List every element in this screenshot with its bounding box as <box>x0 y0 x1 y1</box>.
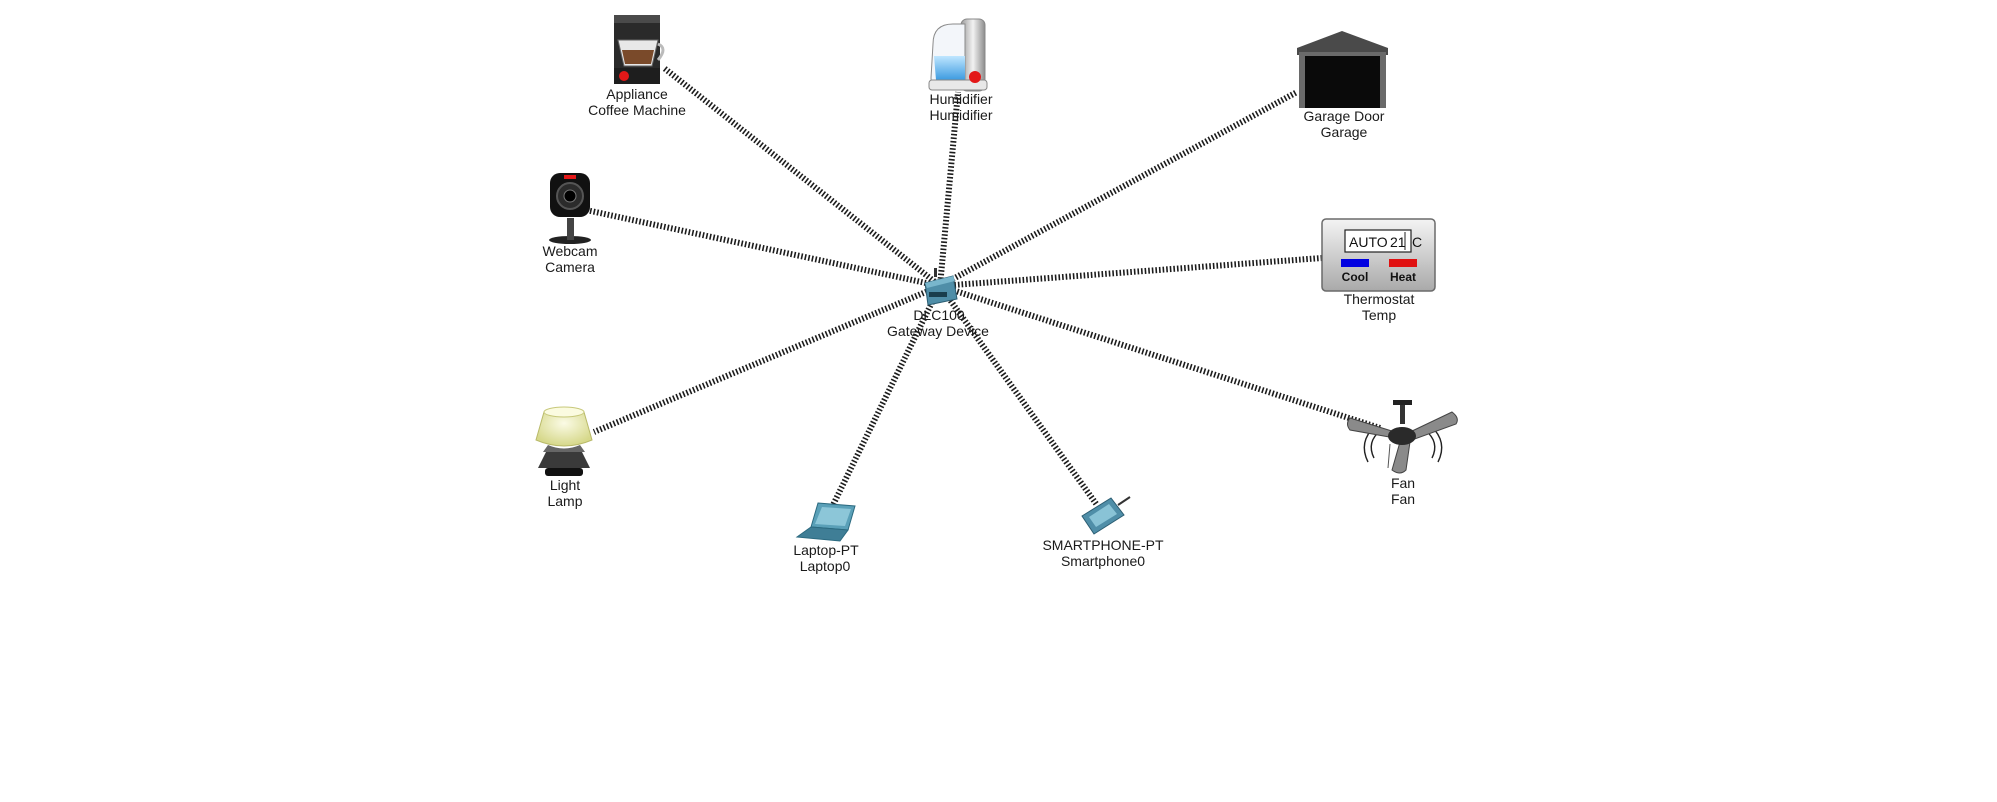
device-smartphone[interactable]: SMARTPHONE-PT Smartphone0 <box>1042 496 1164 569</box>
garage-door-icon <box>1297 31 1388 108</box>
heat-indicator <box>1389 259 1417 267</box>
heat-label: Heat <box>1390 270 1416 284</box>
device-garage-door[interactable]: Garage Door Garage <box>1297 31 1388 140</box>
laptop-icon <box>795 502 856 542</box>
smartphone-icon <box>1081 496 1131 535</box>
thermostat-icon: AUTO 21 C Cool Heat <box>1321 218 1436 292</box>
webcam-icon <box>549 173 591 244</box>
device-name-label: Coffee Machine <box>588 102 686 118</box>
gateway-icon <box>924 268 958 306</box>
link-coffee <box>662 65 942 289</box>
device-type-label: Light <box>550 477 580 493</box>
device-webcam[interactable]: Webcam Camera <box>543 173 598 275</box>
device-gateway[interactable]: DLC100 Gateway Device <box>887 268 989 339</box>
thermostat-mode: AUTO <box>1349 234 1388 250</box>
link-humidifier <box>937 91 961 287</box>
device-name-label: Temp <box>1362 307 1396 323</box>
link-smartphone <box>937 284 1100 507</box>
link-fan <box>939 283 1381 431</box>
link-webcam <box>585 207 941 289</box>
device-name-label: Lamp <box>547 493 582 509</box>
device-name-label: Camera <box>545 259 595 275</box>
device-type-label: Thermostat <box>1344 291 1415 307</box>
ceiling-fan-icon <box>1347 400 1458 474</box>
link-lamp <box>592 283 942 435</box>
device-type-label: DLC100 <box>913 307 965 323</box>
thermostat-unit: C <box>1412 234 1422 250</box>
device-type-label: Webcam <box>543 243 598 259</box>
coffee-machine-icon <box>614 15 665 84</box>
device-type-label: Appliance <box>606 86 668 102</box>
device-name-label: Fan <box>1391 491 1415 507</box>
device-coffee-machine[interactable]: Appliance Coffee Machine <box>588 15 686 118</box>
links-layer <box>585 65 1381 507</box>
link-laptop <box>830 284 943 507</box>
thermostat-temperature: 21 <box>1390 234 1406 250</box>
device-name-label: Humidifier <box>929 107 992 123</box>
lamp-icon <box>535 406 593 476</box>
device-humidifier[interactable]: Humidifier Humidifier <box>928 18 993 123</box>
device-thermostat[interactable]: AUTO 21 C Cool Heat Thermostat Temp <box>1321 218 1436 323</box>
device-name-label: Laptop0 <box>800 558 851 574</box>
cool-label: Cool <box>1342 270 1369 284</box>
device-laptop[interactable]: Laptop-PT Laptop0 <box>793 502 859 574</box>
device-fan[interactable]: Fan Fan <box>1347 400 1458 507</box>
link-garage <box>938 89 1299 289</box>
device-name-label: Garage <box>1321 124 1368 140</box>
cool-indicator <box>1341 259 1369 267</box>
humidifier-icon <box>928 18 988 92</box>
device-lamp[interactable]: Light Lamp <box>535 406 593 509</box>
device-type-label: Humidifier <box>929 91 992 107</box>
device-name-label: Smartphone0 <box>1061 553 1145 569</box>
device-type-label: Laptop-PT <box>793 542 859 558</box>
device-type-label: Garage Door <box>1304 108 1385 124</box>
device-type-label: Fan <box>1391 475 1415 491</box>
device-name-label: Gateway Device <box>887 323 989 339</box>
link-thermostat <box>939 255 1323 289</box>
device-type-label: SMARTPHONE-PT <box>1042 537 1164 553</box>
